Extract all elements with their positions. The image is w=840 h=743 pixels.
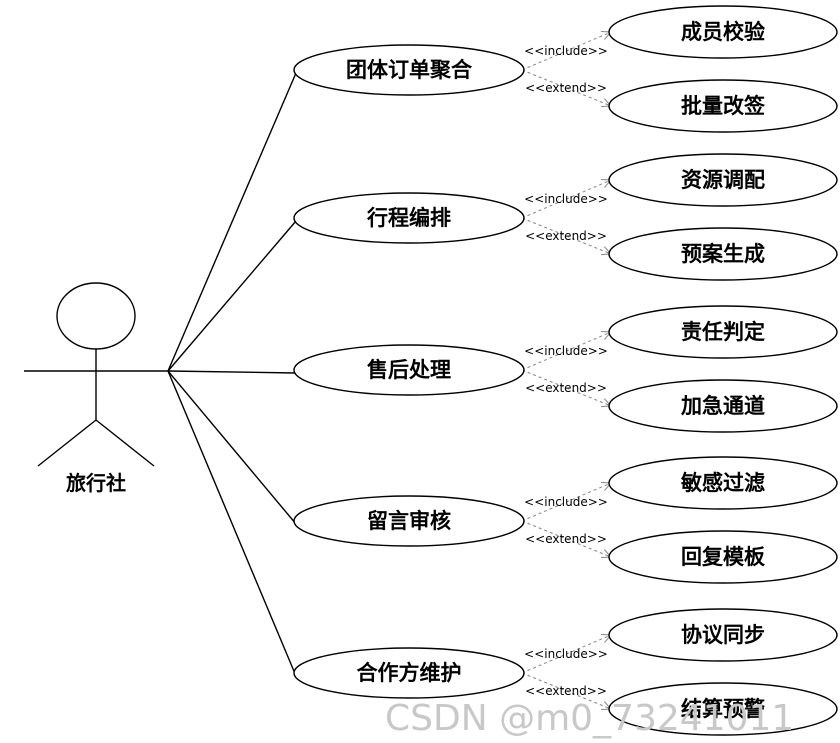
include-use-case [608, 608, 838, 662]
include-use-case [608, 305, 838, 359]
extend-use-case [608, 79, 838, 133]
main-use-case [293, 44, 525, 96]
extend-stereotype-label: <<extend>> [525, 381, 607, 395]
main-use-case [293, 495, 525, 547]
include-use-case-label: 协议同步 [681, 623, 765, 647]
extend-relationship-line [521, 672, 612, 710]
include-stereotype-label: <<include>> [524, 495, 608, 509]
extend-relationship-line [521, 520, 612, 558]
include-use-case-label: 成员校验 [681, 20, 765, 44]
actor-head [56, 282, 136, 350]
association-line [167, 72, 297, 372]
use-case-groups: <<include>><<extend>>团体订单聚合成员校验批量改签<<inc… [167, 5, 838, 736]
extend-use-case-label: 加急通道 [680, 394, 765, 418]
main-use-case-label: 留言审核 [367, 509, 451, 533]
include-use-case [608, 153, 838, 207]
extend-stereotype-label: <<extend>> [525, 684, 607, 698]
main-use-case [293, 344, 525, 396]
extend-use-case-label: 批量改签 [681, 94, 766, 118]
include-use-case [608, 5, 838, 59]
include-use-case-label: 责任判定 [681, 320, 765, 344]
association-line [167, 220, 297, 372]
include-relationship-line [521, 179, 612, 219]
extend-relationship-line [521, 217, 612, 255]
include-stereotype-label: <<include>> [524, 647, 608, 661]
include-stereotype-label: <<include>> [524, 44, 608, 58]
actor: 旅行社 [24, 282, 168, 495]
association-line [167, 370, 297, 677]
actor-right-leg [95, 419, 155, 467]
watermark: CSDN @m0_73241011 [385, 698, 794, 739]
extend-use-case-label: 结算预警 [681, 697, 765, 721]
extend-stereotype-label: <<extend>> [525, 532, 607, 546]
extend-use-case-label: 预案生成 [681, 242, 765, 266]
include-stereotype-label: <<include>> [524, 344, 608, 358]
include-relationship-line [521, 482, 612, 522]
include-stereotype-label: <<include>> [524, 192, 608, 206]
main-use-case-label: 行程编排 [366, 206, 451, 230]
include-use-case [608, 456, 838, 510]
extend-use-case [608, 379, 838, 433]
extend-stereotype-label: <<extend>> [525, 81, 607, 95]
include-use-case-label: 敏感过滤 [680, 471, 765, 495]
include-use-case-label: 资源调配 [681, 168, 765, 192]
include-relationship-line [521, 331, 612, 371]
extend-use-case [608, 227, 838, 281]
include-relationship-line [521, 31, 612, 71]
main-use-case-label: 团体订单聚合 [346, 58, 473, 82]
actor-left-leg [37, 419, 97, 467]
association-line [167, 370, 297, 525]
extend-relationship-line [521, 369, 612, 407]
extend-use-case-label: 回复模板 [681, 545, 766, 569]
extend-relationship-line [521, 69, 612, 107]
association-line [167, 370, 297, 374]
actor-label: 旅行社 [66, 471, 126, 495]
extend-stereotype-label: <<extend>> [525, 229, 607, 243]
extend-use-case [608, 530, 838, 584]
main-use-case-label: 合作方维护 [357, 661, 462, 685]
main-use-case [293, 192, 525, 244]
main-use-case-label: 售后处理 [367, 358, 451, 382]
extend-use-case [608, 682, 838, 736]
main-use-case [293, 647, 525, 699]
include-relationship-line [521, 634, 612, 674]
